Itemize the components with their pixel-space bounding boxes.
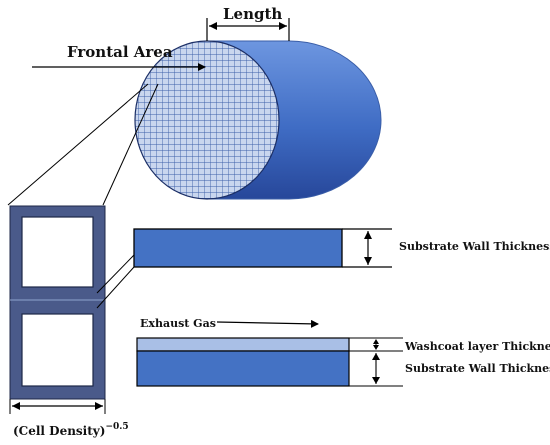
frontal-face: [134, 40, 280, 200]
cell-detail: [9, 205, 106, 400]
length-label: Length: [223, 5, 282, 23]
substrate-wall-strip: [133, 228, 343, 268]
exhaust-gas-arrow: [216, 319, 319, 328]
cell-density-exponent: −0.5: [105, 422, 128, 432]
cell-density-dimension: [9, 399, 106, 414]
cell-channel-top: [21, 216, 94, 288]
wall-zoom-lines: [96, 254, 135, 309]
substrate-wall-dimension-1: [342, 228, 392, 268]
cell-channel-bottom: [21, 313, 94, 387]
washcoat-dimension: [349, 337, 403, 352]
length-dimension: [206, 18, 290, 41]
cell-density-label: (Cell Density)−0.5: [13, 422, 129, 438]
monolith-cylinder: [134, 40, 382, 200]
washcoat-label: Washcoat layer Thickness: [404, 340, 550, 353]
zoom-lines: [7, 83, 159, 206]
exhaust-gas-label: Exhaust Gas: [140, 317, 216, 330]
substrate-wall-label-2: Substrate Wall Thickness: [405, 362, 550, 375]
substrate-wall-label-1: Substrate Wall Thickness: [399, 240, 550, 253]
cell-density-text: (Cell Density): [13, 424, 105, 438]
substrate-wall-dimension-2: [349, 353, 403, 387]
washcoat-layer: [136, 337, 350, 352]
frontal-area-label: Frontal Area: [67, 43, 173, 61]
substrate-wall-strip-lower: [136, 350, 350, 387]
